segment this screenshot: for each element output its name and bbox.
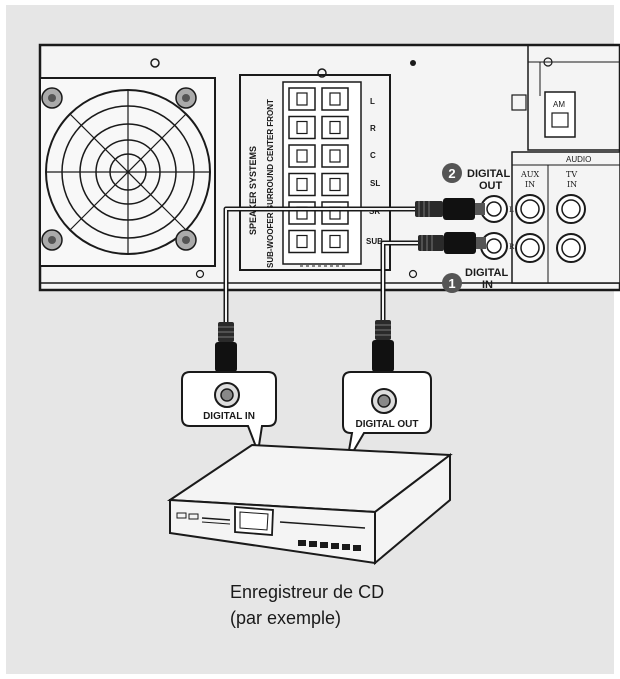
terminal-label-sub: SUB <box>366 237 383 246</box>
cd-recorder-illustration <box>166 443 453 566</box>
jack-l-label: L <box>509 206 514 214</box>
speaker-terminal-socket <box>321 201 349 225</box>
speaker-terminal-socket <box>321 144 349 168</box>
step-2-number: 2 <box>448 166 455 181</box>
device-caption-example: (par exemple) <box>230 608 341 628</box>
terminal-label-sl: SL <box>370 179 380 188</box>
digital-in-bubble-label: DIGITAL IN <box>203 411 255 422</box>
cable-from-recorder-digital-out <box>372 232 486 382</box>
speaker-terminal-socket <box>288 201 316 225</box>
digital-out-bubble <box>342 371 432 463</box>
speaker-terminals <box>288 87 349 254</box>
jack-r-label: R <box>509 243 515 251</box>
speaker-systems-title: SPEAKER SYSTEMS <box>248 146 258 235</box>
step-2-badge: 2 <box>442 163 462 183</box>
tv-in-l-jack <box>556 194 586 224</box>
digital-in-bubble <box>181 371 277 456</box>
speaker-terminal-socket <box>288 87 316 111</box>
cooling-fan-grille <box>39 77 216 267</box>
speaker-terminal-socket <box>288 115 316 140</box>
fan-screw <box>175 87 197 109</box>
aux-in-label-top: AUX <box>520 170 540 179</box>
terminal-label-l: L <box>370 97 375 106</box>
tv-in-r-jack <box>556 233 586 263</box>
speaker-terminal-socket <box>288 144 316 168</box>
aux-in-r-jack <box>515 233 545 263</box>
speaker-channel-header: SUB-WOOFER SURROUND CENTER FRONT <box>266 99 275 268</box>
digital-out-callout-line1: DIGITAL <box>467 168 510 180</box>
speaker-terminal-socket <box>321 115 349 140</box>
speaker-terminal-socket <box>288 172 316 197</box>
digital-out-bubble-label: DIGITAL OUT <box>356 419 419 430</box>
speaker-terminal-socket <box>321 87 349 111</box>
digital-out-callout-line2: OUT <box>479 180 503 192</box>
terminal-label-c: C <box>370 151 376 160</box>
device-caption: Enregistreur de CD <box>230 582 384 602</box>
fan-screw <box>41 229 63 251</box>
terminal-label-r: R <box>370 124 376 133</box>
fan-screw <box>175 229 197 251</box>
tv-in-label-bottom: IN <box>567 180 577 189</box>
fan-screw <box>41 87 63 109</box>
aux-in-l-jack <box>515 194 545 224</box>
digital-in-callout-line1: DIGITAL <box>465 267 508 279</box>
tv-in-label-top: TV <box>566 170 577 179</box>
step-1-number: 1 <box>448 276 455 291</box>
am-label: AM <box>553 100 565 109</box>
step-1-badge: 1 <box>442 273 462 293</box>
aux-in-label-bottom: IN <box>525 180 535 189</box>
speaker-terminal-socket <box>321 229 349 254</box>
am-antenna-section <box>511 45 620 151</box>
audio-label: AUDIO <box>566 155 591 164</box>
digital-in-callout-line2: IN <box>482 279 493 291</box>
speaker-terminal-socket <box>288 229 316 254</box>
speaker-terminal-socket <box>321 172 349 197</box>
